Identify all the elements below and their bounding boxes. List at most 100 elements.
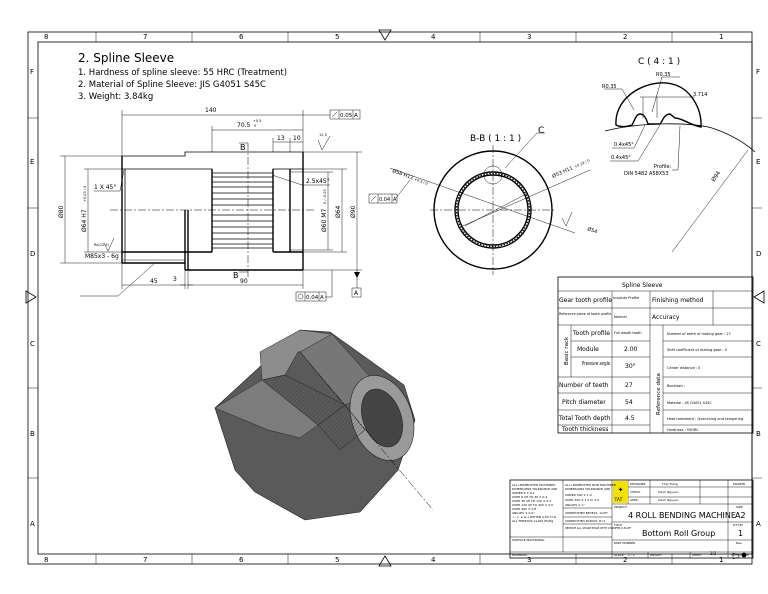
table-label: Reference plane of tooth profile — [559, 312, 611, 316]
datum-triangle-icon — [354, 272, 360, 278]
tol-line: OVER 300 ± 1.5 to 3.0 — [565, 498, 599, 502]
check-label: CHECK — [630, 490, 641, 494]
reference-data-item: Number of teeth of mating gear : 27 — [667, 332, 731, 336]
cylindricity-tolerance-frame: 0.04 A — [295, 291, 327, 302]
designer-value: Thai Trang — [661, 482, 678, 486]
radius-label: R0.35 — [602, 84, 617, 90]
dia-54: Ø54 — [586, 225, 598, 235]
grid-col: 4 — [431, 556, 436, 564]
designer-label: DESIGNER — [630, 482, 646, 486]
grid-row: A — [756, 520, 761, 528]
grid-col: 3 — [527, 556, 531, 564]
spline-table: Spline Sleeve Gear tooth profile Involut… — [557, 276, 754, 434]
surface-finish-icon — [317, 135, 331, 151]
roughness-label: Ra(12.5) — [94, 243, 110, 247]
tol-line: ALL UNSPECIFIED MACHINED — [512, 483, 556, 487]
surface-label: SURFACE MACHINING: — [512, 538, 545, 542]
scale-value: 1 : 1 — [628, 553, 635, 557]
projection-symbol-icon — [731, 552, 749, 560]
dia-90: Ø90 — [350, 205, 357, 218]
dim-140: 140 — [205, 107, 217, 114]
check-value: Oanh Nguyen — [658, 490, 679, 494]
runout-datum: A — [393, 197, 397, 203]
dia-58-tol: +0.3 / 0 — [414, 177, 429, 186]
center-mark-left-icon — [25, 290, 37, 304]
grid-row: D — [756, 250, 761, 258]
grid-row: B — [756, 430, 761, 438]
grid-row: F — [30, 68, 34, 76]
table-label: Module — [577, 346, 599, 353]
chamfer-2-5x45: 2.5x45° — [306, 178, 330, 185]
scale-label: SCALE — [614, 553, 624, 557]
tol-line: ANGLES ± 0.5° — [512, 511, 535, 515]
grid-row: E — [30, 158, 34, 166]
dim-70-5-tol-upper: +0.5 — [253, 119, 262, 123]
dim-10: 10 — [293, 135, 301, 142]
runout-icon — [331, 111, 338, 118]
cyl-datum: A — [320, 295, 324, 301]
grid-row: C — [756, 340, 761, 348]
dia-64-h7: Ø64 H7 — [81, 209, 88, 232]
tol-line: DIMENSIONS TOLERANCE ARE — [512, 487, 557, 491]
reference-data-item: Shift coefficient of mating gear : 0 — [667, 348, 727, 352]
dim-90: 90 — [240, 278, 248, 285]
grid-col: 8 — [44, 556, 48, 564]
tol-line: OVER 120 UP TO 400 ± 0.5 — [512, 503, 553, 507]
page-title: 2. Spline Sleeve — [78, 51, 174, 65]
cylindricity-icon — [297, 293, 304, 300]
grid-labels: 8 7 6 5 4 3 2 1 8 7 6 5 4 3 2 1 F E D C … — [30, 33, 761, 564]
table-value: 2.00 — [624, 346, 638, 353]
front-view: 140 70.5 +0.5 0 13 10 1 X 45° 2.5x45° M8… — [58, 107, 362, 302]
table-label: Number of teeth — [559, 382, 609, 389]
header-notes: 2. Spline Sleeve 1. Hardness of spline s… — [78, 51, 287, 102]
section-mark-top: B — [240, 143, 246, 152]
profile-label: Profile: — [654, 164, 672, 170]
runout-datum: A — [354, 113, 358, 119]
rev-label: Rev. — [736, 541, 742, 545]
dia-64: Ø64 — [335, 205, 342, 218]
grid-col: 5 — [335, 33, 339, 41]
basic-rack-label: Basic rack — [564, 336, 570, 365]
radius-label: R0.35 — [656, 72, 671, 78]
grid-col: 6 — [239, 556, 244, 564]
tol-line: ⊥, //, ∠ & ⌖ WITHIN 0.05 T.I.R. — [512, 515, 557, 519]
table-label: Accuracy — [652, 314, 680, 321]
thread-callout: M85x3 - 6g — [85, 253, 119, 260]
svg-text:TAT: TAT — [614, 497, 623, 503]
note: 3. Weight: 3.84kg — [78, 92, 153, 102]
section-runout-frame: 0.04 A — [368, 193, 398, 204]
chamfer-label: 0.4x45° — [614, 142, 634, 148]
dia-94: Ø94 — [710, 169, 723, 183]
dia-53-h11: Ø53 H11 — [551, 164, 574, 179]
grid-row: B — [30, 430, 35, 438]
dim-3: 3 — [173, 276, 177, 283]
grid-col: 2 — [623, 556, 627, 564]
grid-row: D — [30, 250, 35, 258]
grid-col: 1 — [719, 33, 723, 41]
center-mark-right-icon — [753, 290, 765, 304]
chamfer-1x45: 1 X 45° — [94, 184, 116, 191]
dim-70-5-tol-lower: 0 — [254, 124, 256, 128]
title-label: TITLE — [613, 523, 622, 527]
grid-col: 2 — [623, 33, 627, 41]
profile-value: DIN 5482 A58X53 — [624, 171, 669, 177]
table-label: Pitch diameter — [562, 399, 606, 406]
project-name: 4 ROLL BENDING MACHINE — [628, 511, 736, 520]
reference-data-item: Hardness : 55HRC — [667, 428, 699, 432]
grid-row: A — [30, 520, 35, 528]
runout-tolerance-frame: 0.05 A — [329, 109, 361, 120]
table-value: 27 — [625, 382, 633, 389]
size-value: A2 — [735, 511, 746, 520]
note: 1. Hardness of spline sleeve: 55 HRC (Tr… — [78, 68, 287, 78]
roughness-top: 12.5 — [319, 133, 327, 137]
title-block: ✦ TAT ALL UNSPECIFIED MACHINED DIMENSION… — [509, 479, 754, 560]
appr-value: Oanh Nguyen — [658, 498, 679, 502]
grid-row: C — [30, 340, 35, 348]
dia-60-m7: Ø60 M7 — [321, 209, 328, 232]
sharp-edge-note: REMOVE ALL SHARP EDGE WITH CHAMFER 0.5x4… — [565, 526, 632, 530]
table-value: Normal — [614, 315, 627, 319]
grid-col: 8 — [44, 33, 48, 41]
svg-text:✦: ✦ — [618, 486, 624, 494]
drawing-frame — [25, 29, 765, 567]
madein-label: MADEIN — [733, 482, 745, 486]
